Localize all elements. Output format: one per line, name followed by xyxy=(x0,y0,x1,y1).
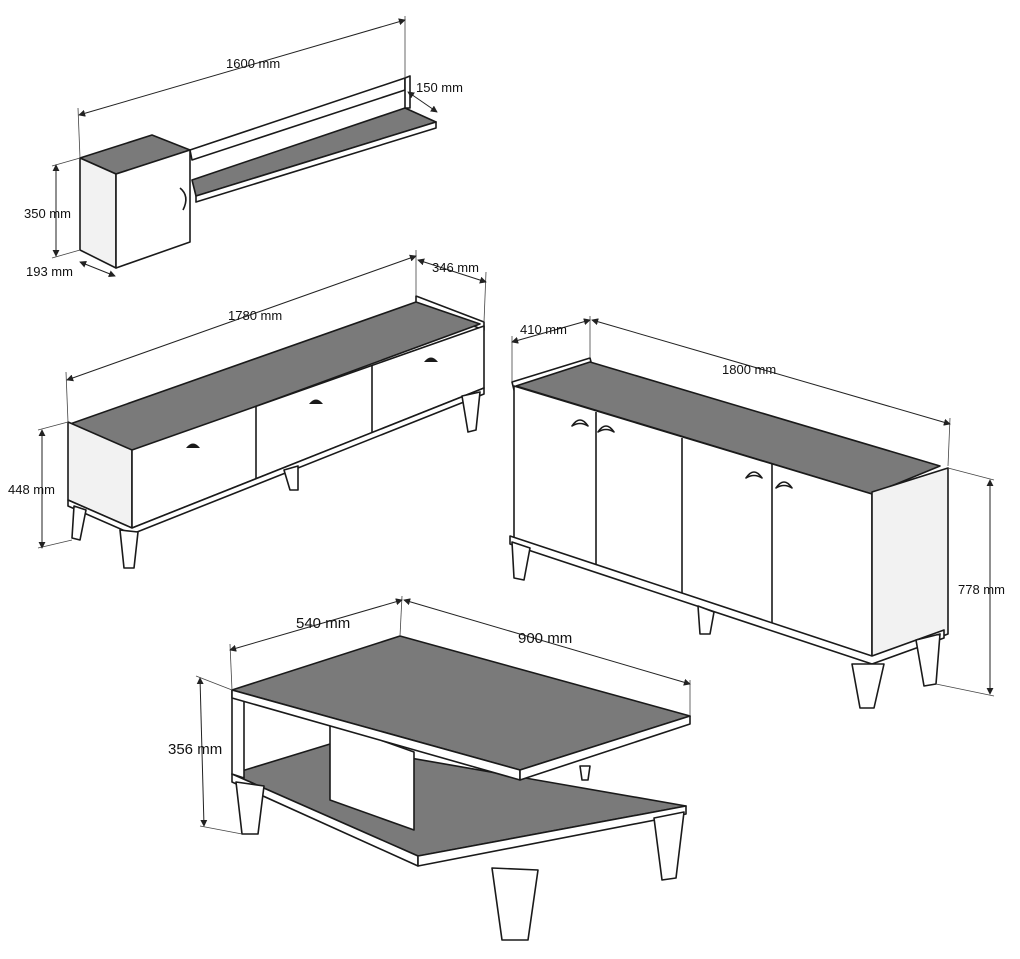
coffee-table-unit xyxy=(231,635,691,941)
tv-stand-dimensions: 1780 mm 346 mm 448 mm xyxy=(8,250,487,549)
sideboard-leg xyxy=(697,605,715,635)
table-top-side xyxy=(519,715,691,781)
sideboard-leg xyxy=(851,663,885,709)
dim-cabinet-height: 350 mm xyxy=(24,206,71,221)
table-leg xyxy=(235,781,265,835)
drawer-handle-icon xyxy=(424,357,438,362)
sideboard-unit xyxy=(509,357,949,709)
table-top-surface xyxy=(231,635,691,771)
sideboard-leg xyxy=(511,541,531,581)
drawer-handle-icon xyxy=(309,399,323,404)
table-end-panel xyxy=(231,689,245,779)
cabinet-side xyxy=(79,157,117,269)
dim-shelf-width: 1600 mm xyxy=(226,56,280,71)
door-handle-icon xyxy=(775,481,793,489)
dim-sideboard-width: 1800 mm xyxy=(722,362,776,377)
dim-tv-width: 1780 mm xyxy=(228,308,282,323)
dim-sideboard-height: 778 mm xyxy=(958,582,1005,597)
door-handle-icon xyxy=(745,471,763,479)
dim-tv-height: 448 mm xyxy=(8,482,55,497)
dim-cabinet-depth: 193 mm xyxy=(26,264,73,279)
door-handle-icon xyxy=(571,419,589,427)
door-handle-icon xyxy=(597,425,615,433)
sideboard-leg xyxy=(915,633,941,687)
dim-table-width: 900 mm xyxy=(518,630,572,647)
shelf-top-surface xyxy=(191,107,437,197)
table-lower-side xyxy=(417,805,687,867)
sideboard-dimensions: 410 mm 1800 mm 778 mm xyxy=(511,316,1005,697)
tv-stand-leg xyxy=(119,529,139,569)
cabinet-handle-icon xyxy=(179,187,187,211)
shelf-front-edge xyxy=(195,121,437,203)
shelf-end-panel xyxy=(404,75,411,109)
tv-stand-leg xyxy=(71,505,87,541)
sideboard-base xyxy=(509,535,945,665)
wall-shelf-unit xyxy=(79,75,437,269)
table-leg xyxy=(653,811,685,881)
dim-table-depth: 540 mm xyxy=(296,615,350,632)
table-leg xyxy=(491,867,539,941)
dim-sideboard-depth: 410 mm xyxy=(520,322,567,337)
tv-stand-leg xyxy=(461,391,481,433)
dim-table-height: 356 mm xyxy=(168,741,222,758)
cabinet-door xyxy=(115,149,191,269)
dim-tv-depth: 346 mm xyxy=(432,260,479,275)
tv-stand-unit xyxy=(67,295,485,569)
tv-stand-leg xyxy=(283,465,299,491)
table-leg-back xyxy=(579,765,591,781)
wall-shelf-dimensions: 1600 mm 150 mm 350 mm 193 mm xyxy=(24,16,463,279)
tv-stand-base xyxy=(67,387,485,535)
coffee-table-dimensions: 540 mm 900 mm 356 mm xyxy=(168,595,691,835)
sideboard-side xyxy=(871,467,949,663)
drawer-handle-icon xyxy=(186,443,200,448)
dim-shelf-depth: 150 mm xyxy=(416,80,463,95)
